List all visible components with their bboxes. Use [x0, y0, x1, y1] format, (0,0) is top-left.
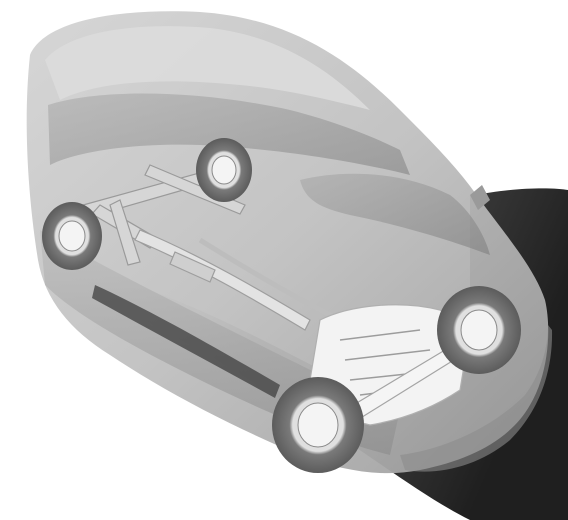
front-left-wheel: [272, 377, 364, 473]
rear-left-wheel: [42, 202, 102, 270]
front-right-wheel: [437, 286, 521, 374]
rear-right-wheel: [196, 138, 252, 202]
